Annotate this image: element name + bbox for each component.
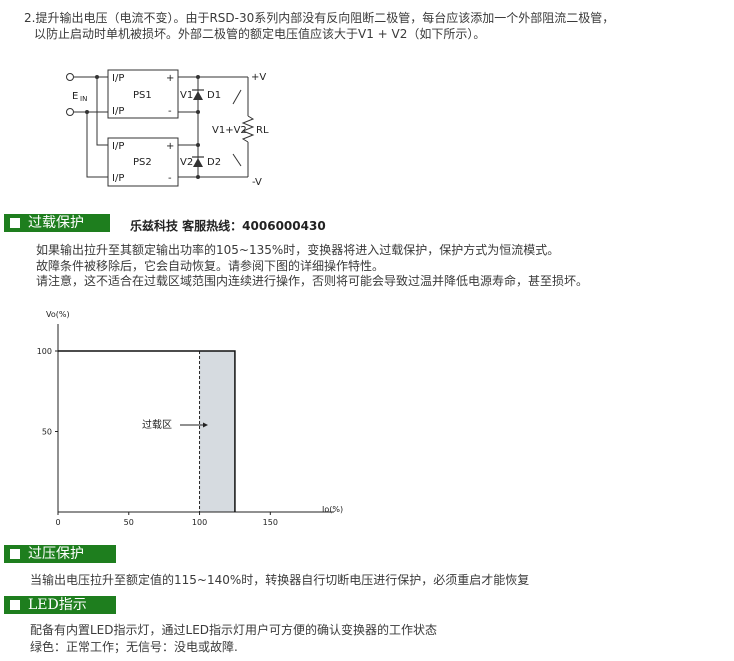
ps1-ip-bottom: I/P — [112, 106, 124, 117]
overload-line-1: 如果输出拉升至其额定输出功率的105~135%时，变换器将进入过载保护，保护方式… — [36, 243, 560, 257]
overvoltage-section-header: 过压保护 — [4, 545, 116, 563]
ps1-minus: - — [168, 106, 172, 117]
chart-x-axis-label: Io(%) — [322, 505, 343, 514]
overload-line-3: 请注意，这不适合在过载区域范围内连续进行操作，否则将可能会导致过温并降低电源寿命… — [36, 274, 589, 288]
x-tick-label: 0 — [55, 518, 60, 527]
overload-chart: Vo(%) Io(%) 0 50 100 150 100 50 过载区 — [37, 310, 343, 527]
overvoltage-title: 过压保护 — [28, 546, 84, 562]
v1-label: V1 — [180, 90, 193, 101]
section-square-icon — [10, 218, 20, 228]
overload-line-2: 故障条件被移除后，它会自动恢复。请参阅下图的详细操作特性。 — [36, 259, 385, 273]
ps1-label: PS1 — [133, 90, 152, 101]
v2-label: V2 — [180, 157, 193, 168]
section-square-icon — [10, 600, 20, 610]
region-arrow-head — [203, 422, 208, 428]
x-tick-label: 50 — [124, 518, 134, 527]
ps2-ip-top: I/P — [112, 141, 124, 152]
overload-region — [199, 351, 235, 512]
intro-line-2: 以防止启动时单机被损坏。外部二极管的额定电压值应该大于V1 + V2（如下所示）… — [34, 27, 486, 41]
d1-label: D1 — [207, 90, 221, 101]
ps2-minus: - — [168, 173, 172, 184]
overload-title: 过载保护 — [28, 215, 84, 231]
led-section-header: LED指示 — [4, 596, 116, 614]
section-square-icon — [10, 549, 20, 559]
vminus-label: -V — [252, 177, 262, 188]
x-tick-label: 150 — [263, 518, 278, 527]
overvoltage-line-1: 当输出电压拉升至额定值的115~140%时，转换器自行切断电压进行保护，必须重启… — [30, 573, 530, 587]
chart-y-axis-label: Vo(%) — [46, 310, 70, 319]
series-line — [58, 350, 236, 512]
led-line-2: 绿色：正常工作；无信号：没电或故障. — [30, 640, 238, 654]
ps2-ip-bottom: I/P — [112, 173, 124, 184]
ps2-label: PS2 — [133, 157, 152, 168]
led-line-1: 配备有内置LED指示灯，通过LED指示灯用户可方便的确认变换器的工作状态 — [30, 623, 438, 637]
overload-section-header: 过载保护 — [4, 214, 110, 232]
vplus-label: +V — [251, 72, 266, 83]
hotline-text: 乐兹科技 客服热线：4006000430 — [130, 219, 326, 233]
vsum-label: V1+V2 — [212, 125, 247, 136]
y-tick-label: 100 — [37, 347, 52, 356]
x-tick-label: 100 — [192, 518, 207, 527]
ein-subscript: IN — [80, 95, 87, 103]
overload-region-label: 过载区 — [142, 418, 172, 431]
ein-label: E — [72, 91, 78, 102]
rl-label: RL — [256, 125, 269, 136]
y-tick-label: 50 — [42, 428, 52, 437]
led-title: LED指示 — [28, 597, 87, 613]
series-circuit-diagram: E IN I/P I/P PS1 + - I/P I/P PS2 + - V1 … — [66, 69, 269, 188]
ps1-plus: + — [166, 73, 174, 84]
d2-label: D2 — [207, 157, 221, 168]
intro-line-1: 2.提升输出电压（电流不变）。由于RSD-30系列内部没有反向阻断二极管，每台应… — [24, 11, 615, 25]
ps1-ip-top: I/P — [112, 73, 124, 84]
ps2-plus: + — [166, 141, 174, 152]
